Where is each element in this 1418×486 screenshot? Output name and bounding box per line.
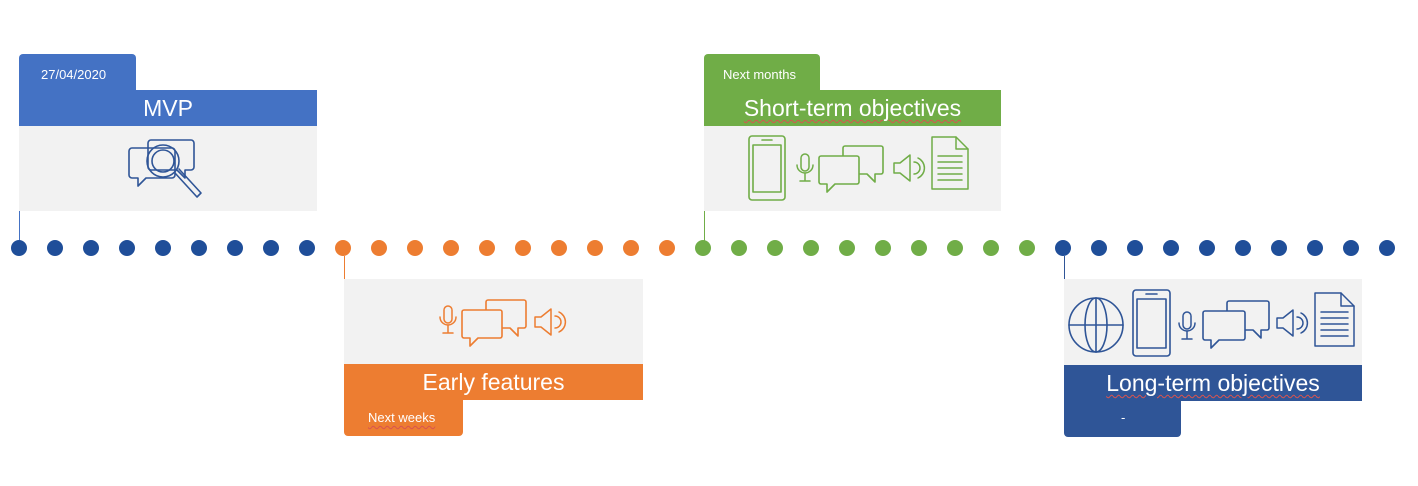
timeline-dot bbox=[443, 240, 459, 256]
timeline-dot bbox=[155, 240, 171, 256]
timeline-dot bbox=[983, 240, 999, 256]
early-title: Early features bbox=[422, 369, 565, 395]
timeline-dot bbox=[875, 240, 891, 256]
chat-bubbles-icon bbox=[1202, 300, 1270, 349]
timeline-dot bbox=[371, 240, 387, 256]
mvp-title: MVP bbox=[143, 95, 193, 121]
microphone-icon bbox=[439, 305, 457, 334]
short-term-connector-line bbox=[704, 211, 705, 241]
timeline-dot bbox=[1307, 240, 1323, 256]
early-tab-label: Next weeks bbox=[368, 410, 436, 425]
short-term-title-bar: Short-term objectives bbox=[704, 90, 1001, 126]
timeline-dot bbox=[227, 240, 243, 256]
timeline-dot bbox=[11, 240, 27, 256]
mvp-title-bar: MVP bbox=[19, 90, 317, 126]
smartphone-icon bbox=[1132, 289, 1171, 357]
timeline-dot bbox=[731, 240, 747, 256]
timeline-dot bbox=[695, 240, 711, 256]
short-term-tab: Next months bbox=[704, 54, 820, 94]
timeline-dot bbox=[1091, 240, 1107, 256]
chat-bubbles-icon bbox=[461, 299, 527, 347]
timeline-dot bbox=[1271, 240, 1287, 256]
timeline-dot bbox=[911, 240, 927, 256]
mvp-connector-line bbox=[19, 211, 20, 241]
long-tab-label: - bbox=[1121, 410, 1126, 425]
short-term-title: Short-term objectives bbox=[743, 95, 962, 121]
short-term-tab-label: Next months bbox=[723, 67, 796, 82]
speaker-icon bbox=[1276, 309, 1309, 337]
timeline-dot bbox=[1379, 240, 1395, 256]
early-tab: Next weeks bbox=[344, 396, 463, 436]
timeline-dot bbox=[659, 240, 675, 256]
timeline-dot bbox=[1127, 240, 1143, 256]
timeline-dot bbox=[1235, 240, 1251, 256]
smartphone-icon bbox=[748, 135, 786, 201]
timeline-dot bbox=[479, 240, 495, 256]
timeline-dot bbox=[515, 240, 531, 256]
microphone-icon bbox=[796, 153, 814, 182]
long-title-bar: Long-term objectives bbox=[1064, 365, 1362, 401]
timeline-dot bbox=[407, 240, 423, 256]
mvp-date-tab: 27/04/2020 bbox=[19, 54, 136, 94]
early-title-bar: Early features bbox=[344, 364, 643, 400]
timeline-dot bbox=[83, 240, 99, 256]
mvp-date-label: 27/04/2020 bbox=[41, 67, 107, 82]
globe-icon bbox=[1068, 297, 1124, 353]
long-title: Long-term objectives bbox=[1106, 370, 1320, 396]
timeline-dot bbox=[335, 240, 351, 256]
timeline-dot bbox=[803, 240, 819, 256]
timeline-dot bbox=[839, 240, 855, 256]
long-connector-line bbox=[1064, 256, 1065, 279]
chat-search-icon bbox=[128, 139, 202, 198]
timeline-dot bbox=[623, 240, 639, 256]
timeline-dot bbox=[47, 240, 63, 256]
timeline-dot bbox=[947, 240, 963, 256]
document-icon bbox=[1314, 292, 1355, 347]
timeline-dot bbox=[1199, 240, 1215, 256]
microphone-icon bbox=[1178, 311, 1196, 340]
chat-bubbles-icon bbox=[818, 145, 884, 193]
timeline-dot bbox=[299, 240, 315, 256]
speaker-icon bbox=[893, 154, 926, 182]
timeline-dot bbox=[191, 240, 207, 256]
timeline-dot bbox=[1343, 240, 1359, 256]
timeline-dot bbox=[767, 240, 783, 256]
timeline-dot bbox=[1163, 240, 1179, 256]
long-tab: - bbox=[1064, 396, 1181, 437]
speaker-icon bbox=[534, 308, 567, 336]
early-connector-line bbox=[344, 256, 345, 279]
timeline-dot bbox=[119, 240, 135, 256]
timeline-dot bbox=[587, 240, 603, 256]
timeline-dot bbox=[263, 240, 279, 256]
document-icon bbox=[931, 136, 969, 190]
timeline-dot bbox=[1055, 240, 1071, 256]
timeline-dot bbox=[551, 240, 567, 256]
timeline-dot bbox=[1019, 240, 1035, 256]
